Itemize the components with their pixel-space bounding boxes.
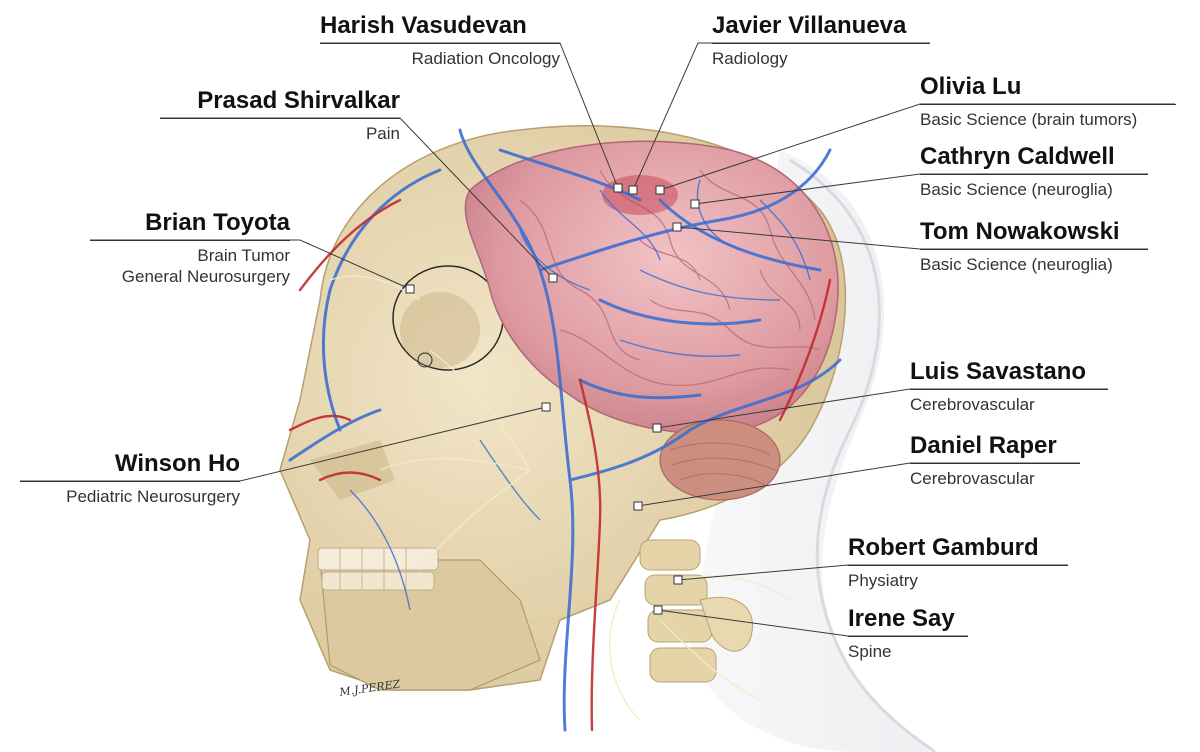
label-rule bbox=[920, 174, 1148, 175]
upper-teeth bbox=[317, 547, 439, 571]
label-dept: Basic Science (neuroglia) bbox=[920, 255, 1113, 274]
label-ho: Winson Ho Pediatric Neurosurgery bbox=[20, 450, 240, 507]
label-rule bbox=[848, 565, 1068, 566]
label-name: Brian Toyota bbox=[145, 209, 290, 236]
label-rule bbox=[910, 463, 1080, 464]
label-gamburd: Robert Gamburd Physiatry bbox=[848, 534, 1068, 591]
lower-teeth bbox=[321, 571, 435, 591]
label-dept: Cerebrovascular bbox=[910, 395, 1035, 414]
label-dept: Cerebrovascular bbox=[910, 469, 1035, 488]
label-name: Luis Savastano bbox=[910, 358, 1087, 385]
label-raper: Daniel Raper Cerebrovascular bbox=[910, 432, 1080, 489]
marker-ho bbox=[541, 402, 551, 412]
label-villanueva: Javier Villanueva Radiology bbox=[712, 12, 930, 69]
label-say: Irene Say Spine bbox=[848, 605, 968, 662]
label-rule bbox=[910, 389, 1108, 390]
marker-nowakowski bbox=[672, 222, 682, 232]
label-name: Prasad Shirvalkar bbox=[197, 87, 400, 114]
label-dept: Brain Tumor General Neurosurgery bbox=[121, 246, 290, 286]
marker-gamburd bbox=[673, 575, 683, 585]
tumor-region bbox=[602, 175, 678, 215]
marker-vasudevan bbox=[613, 183, 623, 193]
cervical-spine bbox=[639, 539, 754, 683]
label-name: Winson Ho bbox=[114, 450, 240, 477]
label-name: Javier Villanueva bbox=[712, 12, 907, 39]
label-dept: Physiatry bbox=[848, 571, 918, 590]
label-name: Cathryn Caldwell bbox=[920, 143, 1115, 170]
artist-signature: M.J.PEREZ bbox=[338, 678, 402, 700]
label-dept: Basic Science (brain tumors) bbox=[920, 110, 1138, 129]
label-rule bbox=[712, 43, 930, 44]
label-rule bbox=[848, 636, 968, 637]
label-rule bbox=[160, 118, 400, 119]
label-dept: Pediatric Neurosurgery bbox=[66, 487, 240, 506]
cerebellum bbox=[659, 419, 781, 501]
label-rule bbox=[20, 481, 240, 482]
markers bbox=[405, 183, 700, 615]
label-rule bbox=[920, 249, 1148, 250]
label-nowakowski: Tom Nowakowski Basic Science (neuroglia) bbox=[920, 218, 1148, 275]
label-dept: Radiology bbox=[712, 49, 788, 68]
label-name: Tom Nowakowski bbox=[920, 218, 1120, 245]
label-dept: Basic Science (neuroglia) bbox=[920, 180, 1113, 199]
marker-caldwell bbox=[690, 199, 700, 209]
label-lu: Olivia Lu Basic Science (brain tumors) bbox=[920, 73, 1176, 130]
marker-savastano bbox=[652, 423, 662, 433]
label-name: Olivia Lu bbox=[920, 73, 1022, 100]
mandible bbox=[319, 559, 541, 691]
label-vasudevan: Harish Vasudevan Radiation Oncology bbox=[320, 12, 560, 69]
marker-raper bbox=[633, 501, 643, 511]
label-dept: Spine bbox=[848, 642, 892, 661]
label-savastano: Luis Savastano Cerebrovascular bbox=[910, 358, 1108, 415]
label-name: Harish Vasudevan bbox=[320, 12, 527, 39]
marker-say bbox=[653, 605, 663, 615]
marker-toyota bbox=[405, 284, 415, 294]
label-shirvalkar: Prasad Shirvalkar Pain bbox=[160, 87, 400, 144]
marker-shirvalkar bbox=[548, 273, 558, 283]
label-name: Irene Say bbox=[848, 605, 955, 632]
label-dept: Radiation Oncology bbox=[411, 49, 560, 68]
skin-outline bbox=[789, 158, 936, 752]
label-caldwell: Cathryn Caldwell Basic Science (neurogli… bbox=[920, 143, 1148, 200]
label-rule bbox=[90, 240, 290, 241]
label-rule bbox=[320, 43, 560, 44]
label-name: Robert Gamburd bbox=[848, 534, 1039, 561]
marker-lu bbox=[655, 185, 665, 195]
marker-villanueva bbox=[628, 185, 638, 195]
label-rule bbox=[920, 104, 1176, 105]
label-dept: Pain bbox=[365, 124, 400, 143]
label-toyota: Brian Toyota Brain Tumor General Neurosu… bbox=[90, 209, 290, 287]
label-name: Daniel Raper bbox=[910, 432, 1057, 459]
